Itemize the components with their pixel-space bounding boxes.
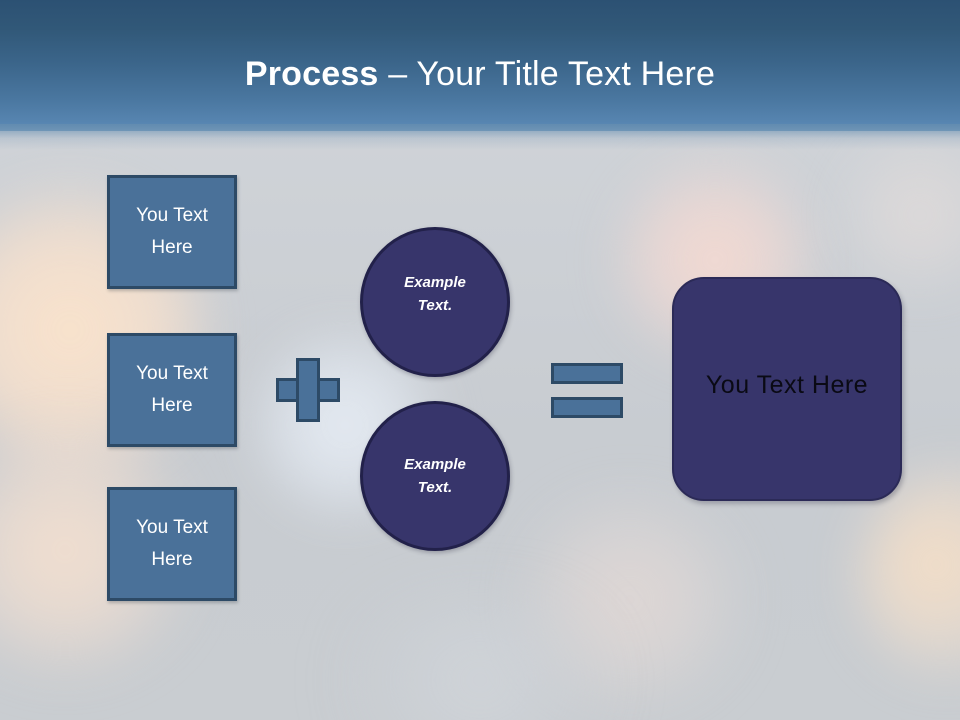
slide-header-band [0, 0, 960, 131]
equals-icon-top-bar [551, 363, 623, 384]
input-box-1-line2: Here [151, 237, 193, 258]
page-title-rest: – Your Title Text Here [378, 55, 716, 93]
process-circle-1-text: Example Text. [404, 271, 466, 317]
input-box-1-line1: You Text [136, 205, 208, 226]
result-panel-label: You Text Here [705, 370, 869, 399]
input-box-3-line2: Here [151, 549, 193, 570]
page-title: Process – Your Title Text Here [0, 52, 960, 96]
input-box-2[interactable]: You Text Here [107, 333, 237, 447]
process-circle-2[interactable]: Example Text. [360, 401, 510, 551]
input-box-3[interactable]: You Text Here [107, 487, 237, 601]
process-circle-2-line1: Example [404, 456, 466, 473]
plus-icon-center-fill [299, 381, 317, 399]
input-box-1[interactable]: You Text Here [107, 175, 237, 289]
input-box-2-line2: Here [151, 395, 193, 416]
input-box-2-text: You Text Here [136, 358, 208, 422]
equals-icon-bottom-bar [551, 397, 623, 418]
process-circle-2-line2: Text. [417, 479, 453, 496]
plus-icon [276, 358, 340, 422]
process-circle-1-line1: Example [404, 274, 466, 291]
input-box-1-text: You Text Here [136, 200, 208, 264]
process-circle-1-line2: Text. [417, 297, 453, 314]
input-box-3-text: You Text Here [136, 512, 208, 576]
input-box-2-line1: You Text [136, 363, 208, 384]
process-circle-2-text: Example Text. [404, 453, 466, 499]
process-circle-1[interactable]: Example Text. [360, 227, 510, 377]
equals-icon [551, 363, 623, 418]
page-title-bold: Process [244, 55, 379, 93]
header-gradient-fade [0, 124, 960, 150]
result-panel[interactable]: You Text Here [672, 277, 902, 501]
input-box-3-line1: You Text [136, 517, 208, 538]
